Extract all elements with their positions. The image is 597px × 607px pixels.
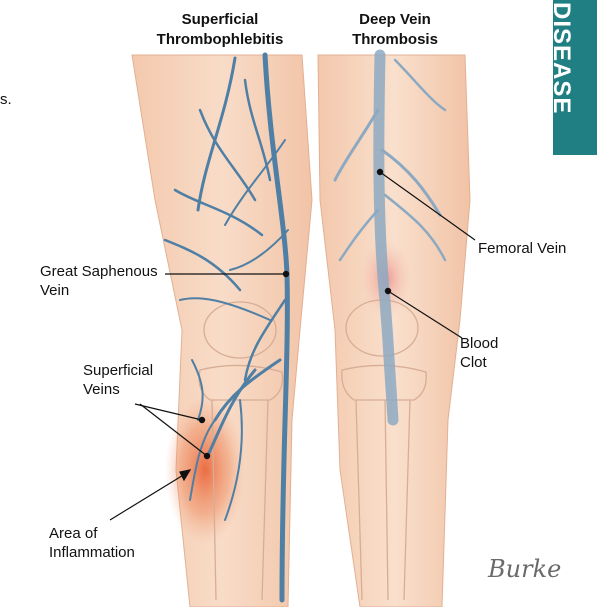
header-superficial-thrombophlebitis: Superficial Thrombophlebitis (120, 10, 320, 50)
label-area-of-inflammation: Area of Inflammation (49, 524, 135, 562)
label-blood-clot: Blood Clot (460, 334, 498, 372)
label-blood-clot-line2: Clot (460, 353, 498, 372)
header-left-line2: Thrombophlebitis (120, 30, 320, 50)
label-superficial-veins: Superficial Veins (83, 361, 153, 399)
label-inflammation-line2: Inflammation (49, 543, 135, 562)
header-deep-vein-thrombosis: Deep Vein Thrombosis (330, 10, 460, 50)
label-great-saphenous-line1: Great Saphenous (40, 262, 158, 281)
cropped-text: s. (0, 91, 12, 108)
label-great-saphenous-line2: Vein (40, 281, 158, 300)
header-right-line1: Deep Vein (330, 10, 460, 30)
label-superficial-veins-line2: Veins (83, 380, 153, 399)
artist-signature: Burke (488, 555, 561, 583)
inflammation-area (165, 395, 245, 545)
label-great-saphenous-vein: Great Saphenous Vein (40, 262, 158, 300)
label-femoral-vein: Femoral Vein (478, 239, 566, 258)
label-blood-clot-line1: Blood (460, 334, 498, 353)
right-leg (318, 55, 470, 607)
label-inflammation-line1: Area of (49, 524, 135, 543)
header-left-line1: Superficial (120, 10, 320, 30)
disease-tab-text: DISEASE (547, 2, 575, 114)
header-right-line2: Thrombosis (330, 30, 460, 50)
label-superficial-veins-line1: Superficial (83, 361, 153, 380)
